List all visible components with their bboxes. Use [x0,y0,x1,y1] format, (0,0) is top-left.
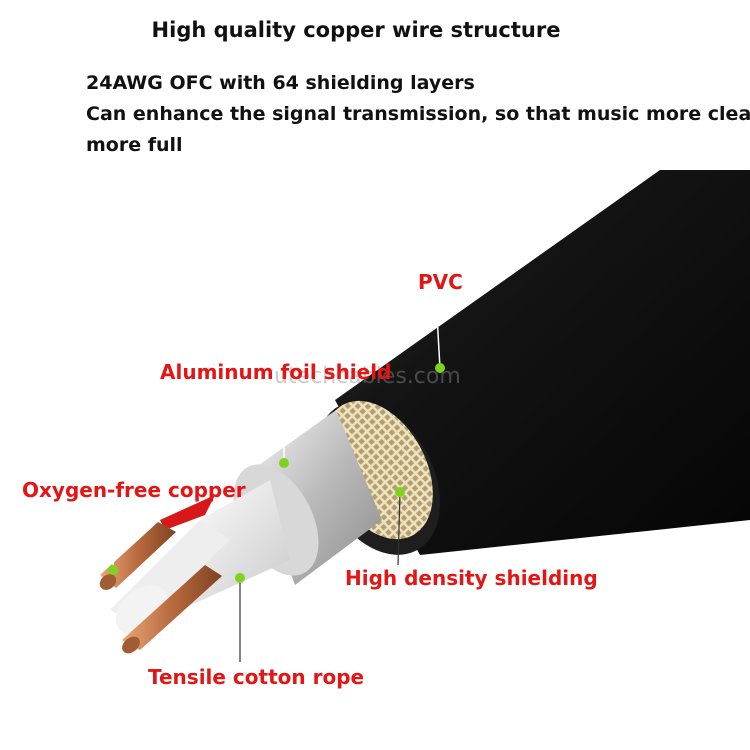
label-oxygen-free-copper: Oxygen-free copper [22,478,246,502]
description-line-2: Can enhance the signal transmission, so … [86,103,750,125]
marker-dot-copper [108,565,118,575]
copper-wire-2 [122,565,222,650]
label-pvc: PVC [418,270,463,294]
label-tensile-cotton-rope: Tensile cotton rope [148,665,365,689]
description-line-1: 24AWG OFC with 64 shielding layers [86,72,475,94]
copper-wire-1 [100,522,176,588]
description-line-3: more full [86,134,183,156]
marker-dot-shield [395,487,405,497]
marker-dot-foil [279,458,289,468]
label-high-density-shielding: High density shielding [345,566,598,590]
marker-dot-pvc [435,363,445,373]
description-block: 24AWG OFC with 64 shielding layers Can e… [86,68,750,161]
page-title: High quality copper wire structure [151,18,561,42]
watermark: utechcables.com [274,364,461,389]
marker-dot-rope [235,573,245,583]
pvc-jacket [335,170,750,555]
label-aluminum-foil-shield: Aluminum foil shield [160,360,392,384]
